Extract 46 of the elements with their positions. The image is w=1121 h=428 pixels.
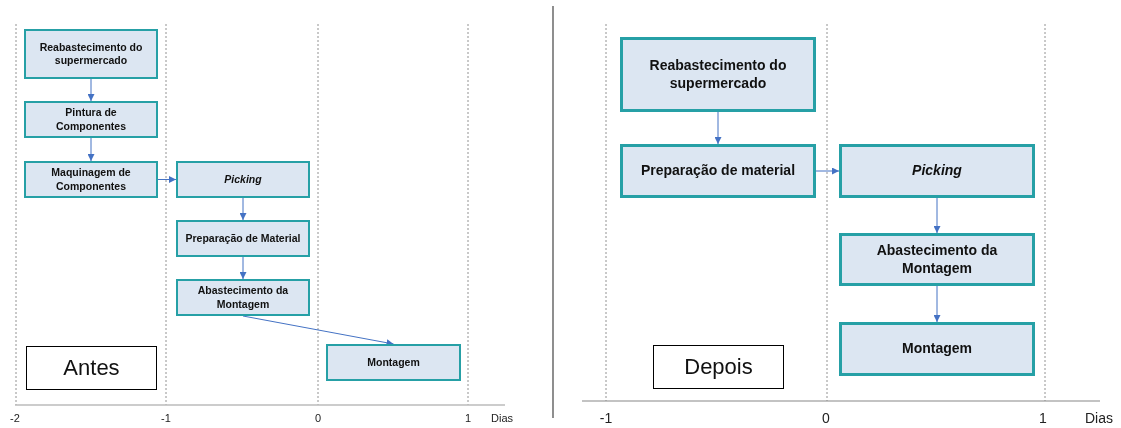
label-box xyxy=(26,346,157,390)
arrow xyxy=(933,285,941,323)
axis-tick-label: 0 xyxy=(314,412,322,424)
process-box xyxy=(24,101,158,138)
process-box xyxy=(24,161,158,198)
node-label: Montagem xyxy=(367,355,420,370)
process-box xyxy=(176,220,310,257)
process-box xyxy=(326,344,461,381)
arrow xyxy=(87,78,95,102)
axis-tick-label: -2 xyxy=(10,412,20,424)
node-label: Preparação de Material xyxy=(185,231,301,246)
node-label: Reabastecimento do supermercado xyxy=(38,40,144,68)
node-label: Reabastecimento do supermercado xyxy=(648,57,788,92)
node-label: Montagem xyxy=(902,340,972,358)
axis-tick-label: 1 xyxy=(1039,410,1047,426)
process-box xyxy=(620,37,816,112)
node-label: Antes xyxy=(63,354,120,382)
process-box xyxy=(176,279,310,316)
node-label: Abastecimento da Montagem xyxy=(875,242,999,277)
axis-tick-label: 1 xyxy=(464,412,472,424)
arrow xyxy=(239,197,247,221)
process-box xyxy=(176,161,310,198)
arrow xyxy=(933,197,941,234)
arrow xyxy=(815,167,840,175)
process-box xyxy=(839,233,1035,286)
node-label: Depois xyxy=(684,353,753,381)
arrow xyxy=(87,137,95,162)
process-box xyxy=(839,144,1035,198)
axis-tick-label: -1 xyxy=(161,412,171,424)
axis-tick-label: Dias xyxy=(491,412,513,424)
axis-tick-label: -1 xyxy=(599,410,613,426)
arrow xyxy=(239,256,247,280)
arrow xyxy=(714,111,722,145)
node-label: Maquinagem de Componentes xyxy=(50,166,132,193)
process-box xyxy=(839,322,1035,376)
axis-tick-label: 0 xyxy=(822,410,830,426)
node-label: Preparação de material xyxy=(640,162,796,180)
process-box xyxy=(24,29,158,79)
node-label: Picking xyxy=(224,172,262,187)
label-box xyxy=(653,345,784,389)
node-label: Abastecimento da Montagem xyxy=(196,284,290,311)
arrow xyxy=(157,176,177,183)
process-box xyxy=(620,144,816,198)
node-label: Picking xyxy=(912,162,962,180)
axis-tick-label: Dias xyxy=(1085,410,1113,426)
node-label: Pintura de Componentes xyxy=(55,106,127,133)
